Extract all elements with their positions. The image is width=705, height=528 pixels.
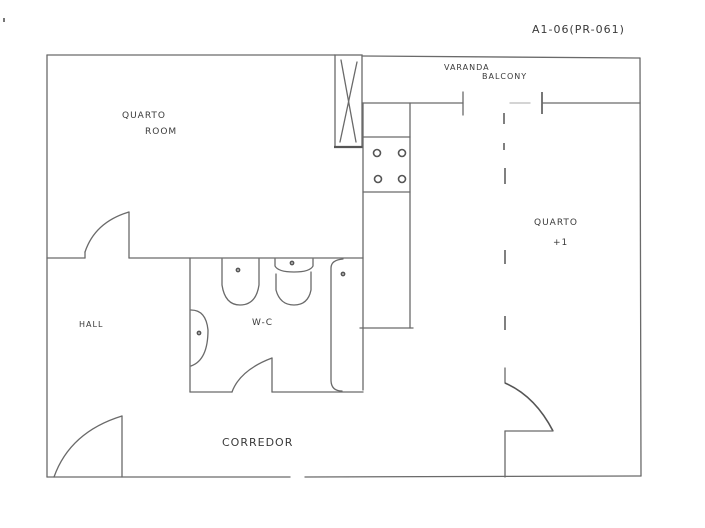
room-label-line2: ROOM (145, 127, 178, 137)
wardrobe (334, 54, 363, 149)
bedroom-plus-label-line2: +1 (553, 238, 569, 248)
room-door (46, 211, 364, 259)
balcony-label-line1: VARANDA (444, 63, 490, 72)
sheet-reference: A1-06(PR-061) (532, 23, 625, 36)
hall-label: HALL (79, 320, 104, 329)
kitchen-counter (359, 102, 414, 391)
corridor-label: CORREDOR (222, 436, 294, 449)
wc-room (189, 257, 364, 393)
bedroom-plus-label-line1: QUARTO (534, 218, 579, 228)
wc-label: W-C (252, 318, 274, 328)
balcony-label-line2: BALCONY (482, 72, 528, 81)
bedroom-partition (503, 113, 554, 478)
room-label-line1: QUARTO (122, 111, 167, 121)
outer-walls (46, 54, 642, 478)
balcony-wall (361, 91, 641, 116)
entrance-door (53, 415, 123, 478)
